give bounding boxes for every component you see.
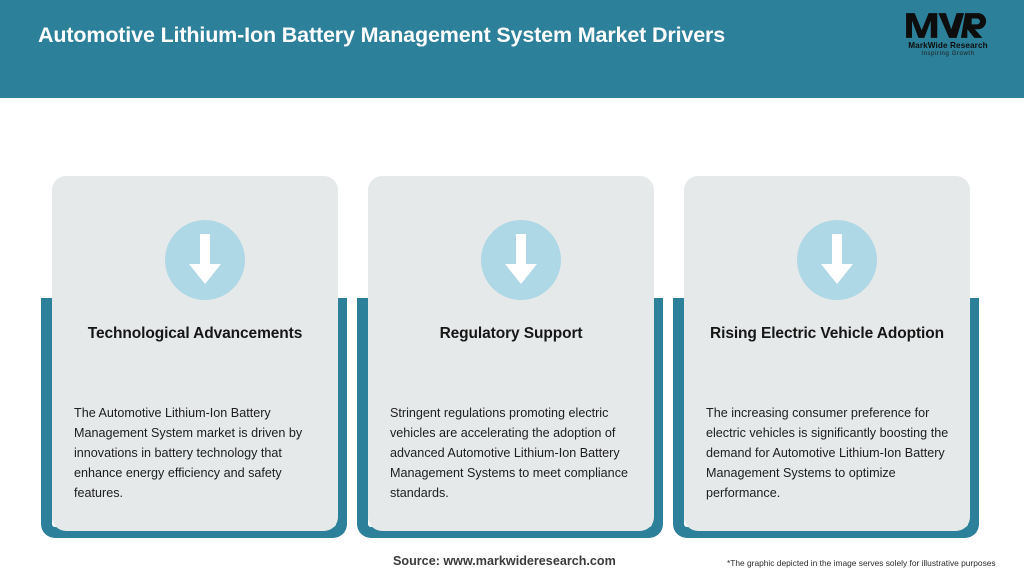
logo-tagline: Inspiring Growth	[921, 51, 975, 57]
page-title: Automotive Lithium-Ion Battery Managemen…	[38, 23, 726, 47]
card-surface: Rising Electric Vehicle Adoption The inc…	[684, 176, 970, 531]
driver-card-1: Technological Advancements The Automotiv…	[41, 98, 347, 538]
down-arrow-glyph	[189, 234, 221, 284]
card-title: Regulatory Support	[439, 325, 583, 342]
down-arrow-icon	[481, 220, 561, 300]
card-title: Technological Advancements	[87, 325, 303, 342]
driver-card-3: Rising Electric Vehicle Adoption The inc…	[673, 98, 979, 538]
down-arrow-icon	[797, 220, 877, 300]
card-surface: Regulatory Support Stringent regulations…	[368, 176, 654, 531]
down-arrow-glyph	[821, 234, 853, 284]
card-body-text: The increasing consumer preference for e…	[706, 406, 949, 500]
down-arrow-icon	[165, 220, 245, 300]
driver-cards-container: Technological Advancements The Automotiv…	[0, 98, 1024, 538]
brand-logo: MarkWide Research Inspiring Growth	[892, 10, 1004, 66]
page-header: Automotive Lithium-Ion Battery Managemen…	[0, 0, 1024, 98]
card-bracket	[41, 298, 347, 538]
card-bracket	[357, 298, 663, 538]
mwr-logo-icon	[906, 13, 987, 38]
card-body-text: The Automotive Lithium-Ion Battery Manag…	[74, 406, 303, 500]
disclaimer-note: *The graphic depicted in the image serve…	[727, 558, 996, 568]
logo-company-name: MarkWide Research	[908, 41, 988, 50]
card-surface: Technological Advancements The Automotiv…	[52, 176, 338, 531]
source-label: Source: www.markwideresearch.com	[393, 554, 616, 568]
driver-card-2: Regulatory Support Stringent regulations…	[357, 98, 663, 538]
card-bracket	[673, 298, 979, 538]
card-title: Rising Electric Vehicle Adoption	[710, 325, 944, 342]
down-arrow-glyph	[505, 234, 537, 284]
card-body-text: Stringent regulations promoting electric…	[390, 406, 628, 500]
